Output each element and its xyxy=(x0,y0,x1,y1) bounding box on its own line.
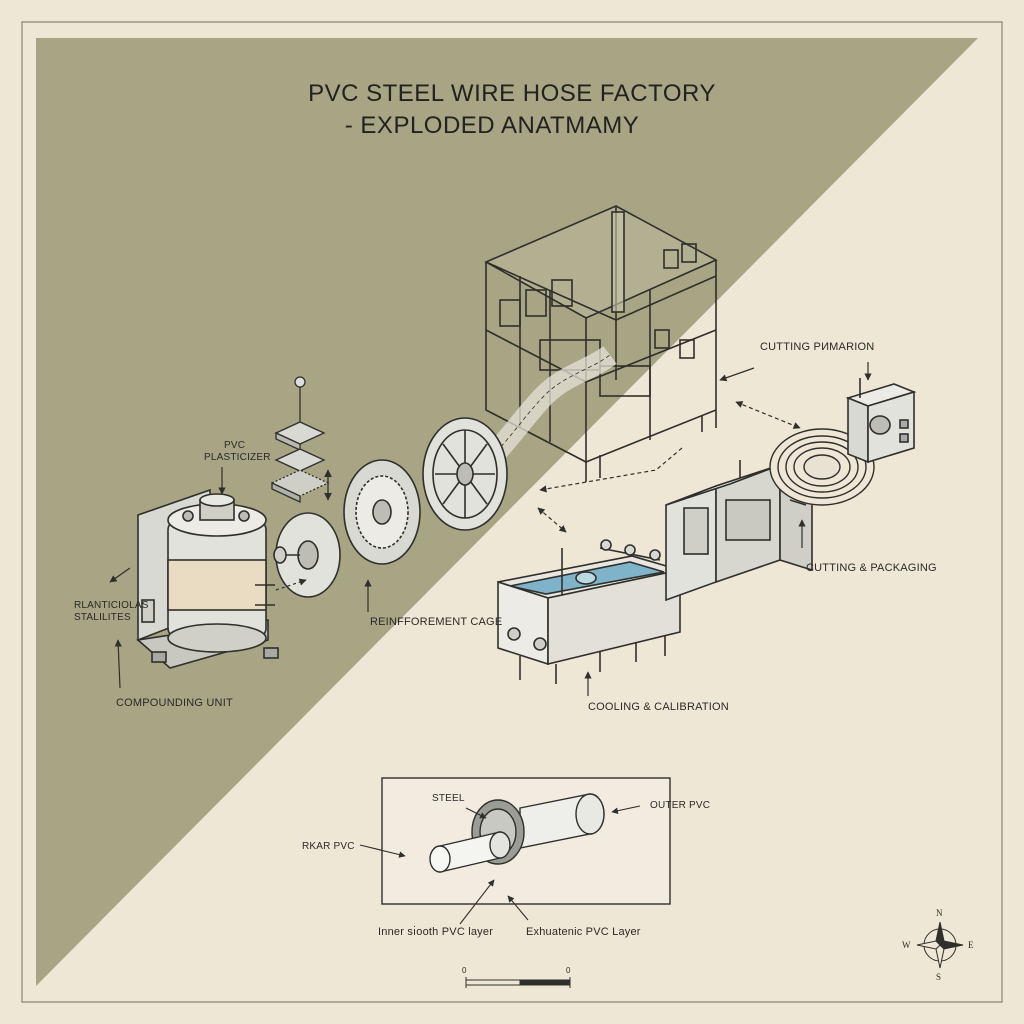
plasticizer-stack xyxy=(270,376,332,504)
compass-w: W xyxy=(902,940,911,950)
flow-arrows xyxy=(109,362,872,696)
label-cooling-calibration: COOLING & CALIBRATION xyxy=(588,701,729,713)
label-outer-pvc: OUTER PVC xyxy=(650,800,711,811)
die-discs xyxy=(273,417,508,598)
compounding-unit xyxy=(136,488,279,669)
label-plasticizer-stabilizers-2: STALILITES xyxy=(74,612,131,623)
olive-panel xyxy=(36,38,978,986)
label-pvc: PVC xyxy=(224,440,246,451)
label-reinforcement-cage: REINFFOREMENT CAGE xyxy=(370,616,503,628)
label-inner-smooth-layer: Inner sı̇ooth PVC layer xyxy=(378,926,494,938)
hose-cross-section xyxy=(381,777,671,905)
scale-bar xyxy=(465,977,571,988)
label-cutting-preparation: CUTTING PИMARION xyxy=(760,341,875,353)
factory-building xyxy=(484,205,718,482)
cutter-machine xyxy=(845,378,917,464)
label-steel: STEEL xyxy=(432,793,465,804)
label-plasticizer: PLASTICIZER xyxy=(204,452,271,463)
compass-n: N xyxy=(936,908,943,918)
label-compounding-unit: COMPOUNDING UNIT xyxy=(116,697,233,709)
border-frame xyxy=(21,21,1003,1003)
compass-s: S xyxy=(936,972,942,982)
label-elastomeric-layer: Exhuatenic PVC Layer xyxy=(526,926,641,938)
title-line-1: PVC STEEL WIRE HOSE FACTORY xyxy=(308,80,716,107)
cross-section-arrows xyxy=(359,805,641,925)
compass-rose-icon xyxy=(916,921,964,969)
label-inner-pvc: RKAR PVC xyxy=(302,841,355,852)
scale-end: 0 xyxy=(566,966,571,975)
title-line-2: - EXPLODED ANATMAMY xyxy=(344,112,640,139)
label-plasticizer-stabilizers-1: RLANTICIOLAS xyxy=(74,600,149,611)
label-cutting-packaging: CUTTING & PACKAGING xyxy=(806,562,937,574)
compass-e: E xyxy=(968,940,974,950)
cooling-tank xyxy=(497,539,681,684)
scale-start: 0 xyxy=(462,966,467,975)
